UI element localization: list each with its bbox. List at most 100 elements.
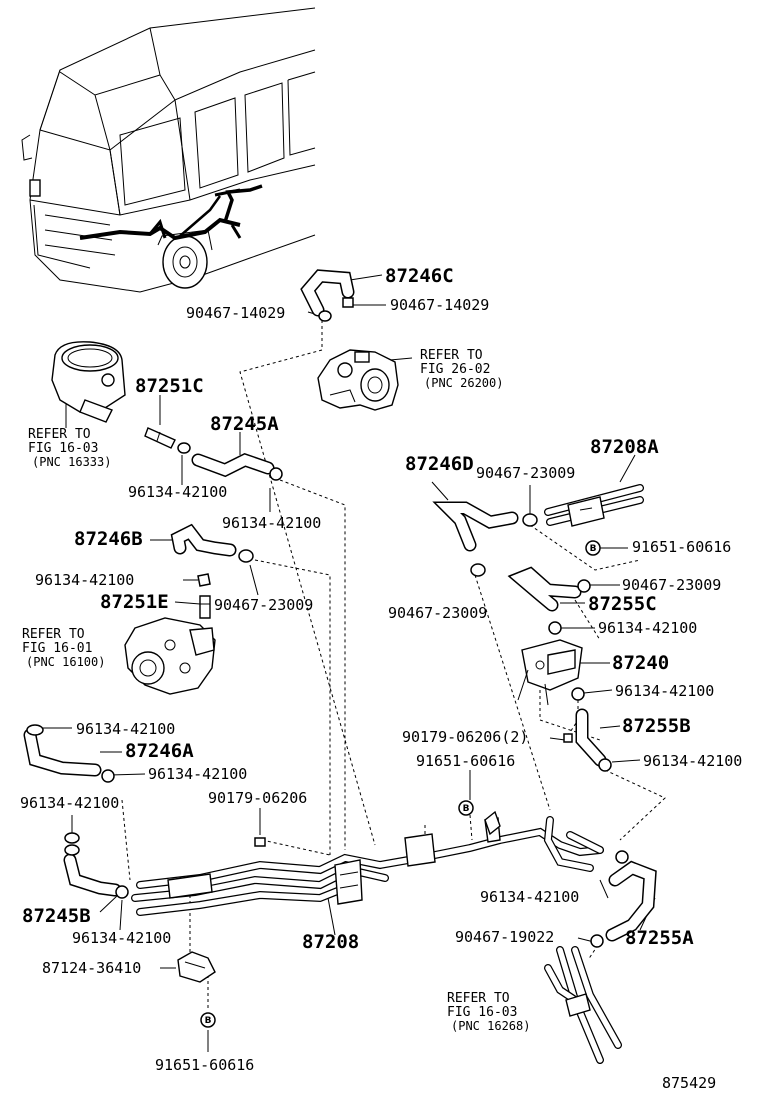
label-87208: 87208 — [302, 931, 359, 953]
part-87240-valve[interactable] — [517, 639, 583, 706]
clip-90179-06206[interactable] — [254, 837, 266, 847]
bolt-91651-a[interactable]: B — [585, 540, 601, 556]
ref-fig-26-02-line2: FIG 26-02 — [420, 362, 490, 377]
label-87255c: 87255C — [588, 593, 657, 615]
label-87124-36410: 87124-36410 — [42, 959, 141, 977]
clip-90179-06206-2[interactable] — [563, 733, 573, 743]
svg-text:B: B — [590, 544, 597, 554]
clamp-90467-19022[interactable] — [590, 934, 604, 948]
reference-lines — [69, 320, 666, 1010]
clamp-90467-23009-c[interactable] — [470, 563, 486, 577]
label-91651-b: 91651-60616 — [416, 752, 515, 770]
label-90179-06206-2: 90179-06206(2) — [402, 728, 528, 746]
svg-text:B: B — [205, 1016, 212, 1026]
clamp-90467-23009-b[interactable] — [522, 513, 538, 527]
ref-fig-16-03-b-line2: FIG 16-03 — [447, 1005, 517, 1020]
ref-fig-16-01-line2: FIG 16-01 — [22, 641, 92, 656]
part-87245a-hose[interactable] — [191, 452, 275, 478]
part-87208-pipe[interactable] — [131, 816, 604, 916]
label-91651-c: 91651-60616 — [155, 1056, 254, 1074]
clamp-96134-e[interactable] — [571, 687, 585, 701]
thermostat-housing — [51, 341, 126, 423]
label-87255b: 87255B — [622, 715, 691, 737]
label-96134-f: 96134-42100 — [643, 752, 742, 770]
label-96134-b: 96134-42100 — [222, 514, 321, 532]
label-87245b: 87245B — [22, 905, 91, 927]
label-87246b: 87246B — [74, 528, 143, 550]
clamp-96134-f[interactable] — [598, 758, 612, 772]
water-valve-assembly — [317, 349, 399, 411]
svg-text:B: B — [463, 804, 470, 814]
clamp-96134-h[interactable] — [101, 769, 115, 783]
label-90467-19022: 90467-19022 — [455, 928, 554, 946]
ref-fig-16-01-pnc: (PNC 16100) — [26, 655, 105, 669]
label-87255a: 87255A — [625, 927, 694, 949]
ref-fig-26-02-pnc: (PNC 26200) — [424, 376, 503, 390]
bolt-91651-c[interactable]: B — [200, 1012, 216, 1028]
label-90467-14029-right: 90467-14029 — [390, 296, 489, 314]
ref-fig-16-03-a-pnc: (PNC 16333) — [32, 455, 111, 469]
clamp-96134-i[interactable] — [64, 832, 80, 856]
van-illustration — [21, 7, 316, 293]
label-87240: 87240 — [612, 652, 669, 674]
clamp-90467-14029[interactable] — [318, 297, 354, 322]
clamp-90467-23009-d[interactable] — [577, 579, 591, 593]
part-87246b-hose[interactable] — [170, 523, 237, 557]
label-87246a: 87246A — [125, 740, 194, 762]
label-90467-14029-left: 90467-14029 — [186, 304, 285, 322]
label-90467-23009-a: 90467-23009 — [214, 596, 313, 614]
label-96134-j: 96134-42100 — [72, 929, 171, 947]
label-96134-h: 96134-42100 — [148, 765, 247, 783]
part-87208a-pipe[interactable] — [544, 484, 644, 527]
label-90467-23009-b: 90467-23009 — [476, 464, 575, 482]
part-87255c-hose[interactable] — [507, 566, 582, 612]
clamp-96134-d[interactable] — [548, 621, 562, 635]
water-pump — [124, 617, 216, 695]
label-96134-a: 96134-42100 — [128, 483, 227, 501]
clamp-96134-g[interactable] — [26, 724, 44, 736]
part-87246c-hose[interactable] — [300, 269, 355, 317]
part-87251c-nipple[interactable] — [144, 427, 176, 449]
clamp-96134-j[interactable] — [115, 885, 129, 899]
bracket — [484, 810, 501, 836]
part-87251e-nipple[interactable] — [199, 595, 211, 619]
diagram-id: 875429 — [662, 1074, 716, 1092]
clamp-96134-b[interactable] — [269, 467, 283, 481]
part-87245b-hose[interactable] — [63, 853, 122, 897]
ref-fig-16-03-b-pnc: (PNC 16268) — [451, 1019, 530, 1033]
label-96134-c: 96134-42100 — [35, 571, 134, 589]
label-96134-g: 96134-42100 — [76, 720, 175, 738]
label-87251c: 87251C — [135, 375, 204, 397]
label-90467-23009-d: 90467-23009 — [388, 604, 487, 622]
clamp-96134-c[interactable] — [197, 573, 211, 587]
label-96134-d: 96134-42100 — [598, 619, 697, 637]
label-87251e: 87251E — [100, 591, 169, 613]
ref-fig-26-02-line1: REFER TO — [420, 348, 483, 363]
part-87124-insulator[interactable] — [177, 951, 216, 983]
bolt-91651-b[interactable]: B — [458, 800, 474, 816]
ref-fig-16-03-b-line1: REFER TO — [447, 991, 510, 1006]
water-outlet-pipe — [544, 946, 622, 1064]
label-91651-a: 91651-60616 — [632, 538, 731, 556]
part-87255a-hose[interactable] — [605, 860, 657, 942]
label-96134-i: 96134-42100 — [20, 794, 119, 812]
label-87245a: 87245A — [210, 413, 279, 435]
clamp-90467-23009-a[interactable] — [238, 549, 254, 563]
clamp-96134-k[interactable] — [615, 850, 629, 864]
ref-fig-16-03-a-line2: FIG 16-03 — [28, 441, 98, 456]
label-96134-e: 96134-42100 — [615, 682, 714, 700]
label-96134-k: 96134-42100 — [480, 888, 579, 906]
label-90179-06206: 90179-06206 — [208, 789, 307, 807]
label-90467-23009-c: 90467-23009 — [622, 576, 721, 594]
label-87246d: 87246D — [405, 453, 474, 475]
part-87255b-hose[interactable] — [575, 708, 607, 767]
label-87246c: 87246C — [385, 265, 454, 287]
part-87246d-hose[interactable] — [432, 501, 519, 552]
label-87208a: 87208A — [590, 436, 659, 458]
ref-fig-16-03-a-line1: REFER TO — [28, 427, 91, 442]
clamp-96134-a[interactable] — [177, 442, 191, 454]
part-labels: 87246C 90467-14029 90467-14029 REFER TO … — [20, 265, 742, 1092]
part-87246a-hose[interactable] — [23, 728, 102, 777]
